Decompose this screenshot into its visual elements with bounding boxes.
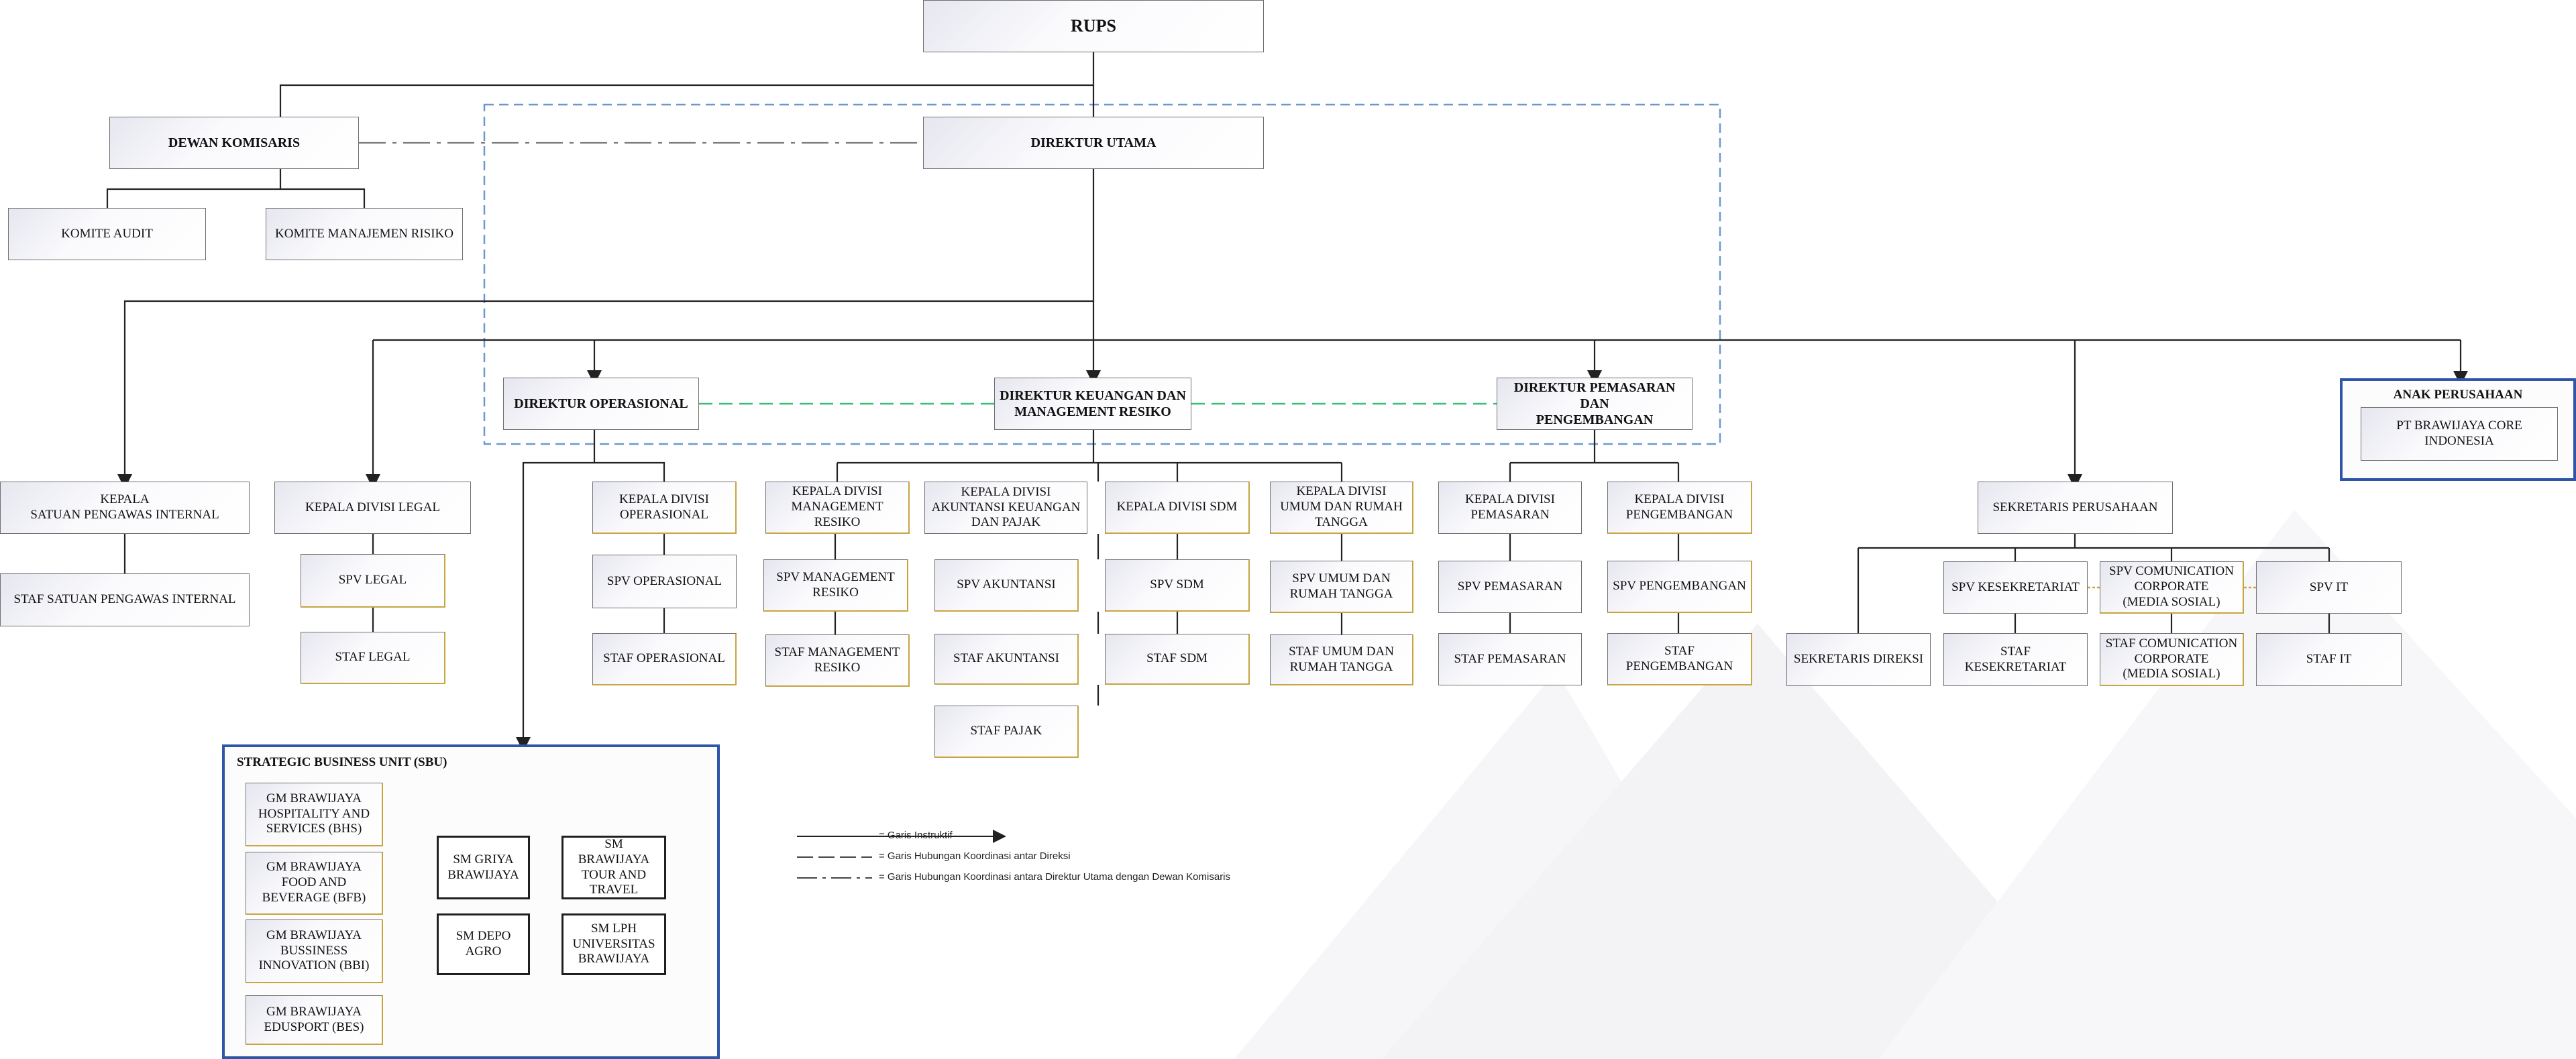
pt-brawijaya-core-box: PT BRAWIJAYA CORE INDONESIA — [2361, 407, 2558, 461]
staf-it-box: STAF IT — [2256, 633, 2402, 686]
dewan-komisaris-box: DEWAN KOMISARIS — [109, 117, 359, 169]
kepala-divisi-sdm-box: KEPALA DIVISI SDM — [1105, 482, 1250, 534]
spv-kesekretariat-box: SPV KESEKRETARIAT — [1943, 561, 2088, 614]
spv-pemasaran-box: SPV PEMASARAN — [1438, 561, 1582, 613]
gm-bes-box: GM BRAWIJAYA EDUSPORT (BES) — [246, 995, 383, 1045]
legend-koordinasi-direksi-label: = Garis Hubungan Koordinasi antar Direks… — [879, 850, 1071, 862]
direktur-pemasaran-box: DIREKTUR PEMASARAN DAN PENGEMBANGAN — [1497, 378, 1693, 430]
komite-audit-box: KOMITE AUDIT — [8, 208, 206, 260]
legend-instruktif-label: = Garis Instruktif — [879, 830, 953, 841]
staf-comunication-corporate-box: STAF COMUNICATION CORPORATE (MEDIA SOSIA… — [2100, 633, 2244, 686]
staf-kesekretariat-box: STAF KESEKRETARIAT — [1943, 633, 2088, 686]
spv-operasional-box: SPV OPERASIONAL — [592, 555, 737, 608]
anak-perusahaan-title: ANAK PERUSAHAAN — [2393, 388, 2523, 402]
staf-pajak-box: STAF PAJAK — [934, 706, 1079, 758]
kepala-divisi-management-resiko-box: KEPALA DIVISI MANAGEMENT RESIKO — [765, 482, 910, 534]
spv-it-box: SPV IT — [2256, 561, 2402, 614]
sm-tour-travel-box: SM BRAWIJAYA TOUR AND TRAVEL — [561, 836, 666, 899]
komite-manajemen-risiko-box: KOMITE MANAJEMEN RISIKO — [266, 208, 463, 260]
gm-bhs-box: GM BRAWIJAYA HOSPITALITY AND SERVICES (B… — [246, 783, 383, 846]
rups-box: RUPS — [923, 0, 1264, 52]
background-mountain — [1382, 624, 2133, 1059]
sm-depo-agro-box: SM DEPO AGRO — [437, 913, 530, 975]
kepala-divisi-operasional-box: KEPALA DIVISI OPERASIONAL — [592, 482, 737, 534]
spv-umum-box: SPV UMUM DAN RUMAH TANGGA — [1270, 561, 1413, 613]
kepala-divisi-pengembangan-box: KEPALA DIVISI PENGEMBANGAN — [1607, 482, 1752, 534]
kepala-divisi-legal-box: KEPALA DIVISI LEGAL — [274, 482, 471, 534]
kepala-divisi-umum-box: KEPALA DIVISI UMUM DAN RUMAH TANGGA — [1270, 482, 1413, 534]
spv-akuntansi-box: SPV AKUNTANSI — [934, 559, 1079, 612]
sekretaris-perusahaan-box: SEKRETARIS PERUSAHAAN — [1978, 482, 2173, 534]
spv-legal-box: SPV LEGAL — [301, 554, 445, 608]
direktur-operasional-box: DIREKTUR OPERASIONAL — [503, 378, 699, 430]
spv-management-resiko-box: SPV MANAGEMENT RESIKO — [763, 559, 908, 612]
staf-akuntansi-box: STAF AKUNTANSI — [934, 634, 1079, 685]
staf-pemasaran-box: STAF PEMASARAN — [1438, 633, 1582, 685]
staf-pengembangan-box: STAF PENGEMBANGAN — [1607, 633, 1752, 685]
direksi-dashed-frame — [483, 103, 1721, 445]
sm-lph-ub-box: SM LPH UNIVERSITAS BRAWIJAYA — [561, 913, 666, 975]
direktur-keuangan-box: DIREKTUR KEUANGAN DAN MANAGEMENT RESIKO — [994, 378, 1191, 430]
sekretaris-direksi-box: SEKRETARIS DIREKSI — [1786, 633, 1931, 686]
kepala-spi-box: KEPALA SATUAN PENGAWAS INTERNAL — [0, 482, 250, 534]
gm-bfb-box: GM BRAWIJAYA FOOD AND BEVERAGE (BFB) — [246, 852, 383, 915]
spv-comunication-corporate-box: SPV COMUNICATION CORPORATE (MEDIA SOSIAL… — [2100, 561, 2244, 614]
staf-legal-box: STAF LEGAL — [301, 632, 445, 684]
background-mountain — [1878, 510, 2576, 1059]
direktur-utama-box: DIREKTUR UTAMA — [923, 117, 1264, 169]
staf-spi-box: STAF SATUAN PENGAWAS INTERNAL — [0, 573, 250, 626]
staf-sdm-box: STAF SDM — [1105, 634, 1250, 685]
sbu-title: STRATEGIC BUSINESS UNIT (SBU) — [237, 755, 447, 769]
kepala-divisi-pemasaran-box: KEPALA DIVISI PEMASARAN — [1438, 482, 1582, 534]
kepala-divisi-akuntansi-box: KEPALA DIVISI AKUNTANSI KEUANGAN DAN PAJ… — [924, 482, 1087, 534]
staf-management-resiko-box: STAF MANAGEMENT RESIKO — [765, 634, 910, 687]
staf-operasional-box: STAF OPERASIONAL — [592, 633, 737, 685]
staf-umum-box: STAF UMUM DAN RUMAH TANGGA — [1270, 634, 1413, 685]
anak-perusahaan-group: ANAK PERUSAHAAN PT BRAWIJAYA CORE INDONE… — [2340, 378, 2576, 481]
spv-sdm-box: SPV SDM — [1105, 559, 1250, 612]
spv-pengembangan-box: SPV PENGEMBANGAN — [1607, 561, 1752, 613]
sm-griya-brawijaya-box: SM GRIYA BRAWIJAYA — [437, 836, 530, 899]
legend-koordinasi-komisaris-label: = Garis Hubungan Koordinasi antara Direk… — [879, 871, 1231, 883]
gm-bbi-box: GM BRAWIJAYA BUSSINESS INNOVATION (BBI) — [246, 919, 383, 983]
